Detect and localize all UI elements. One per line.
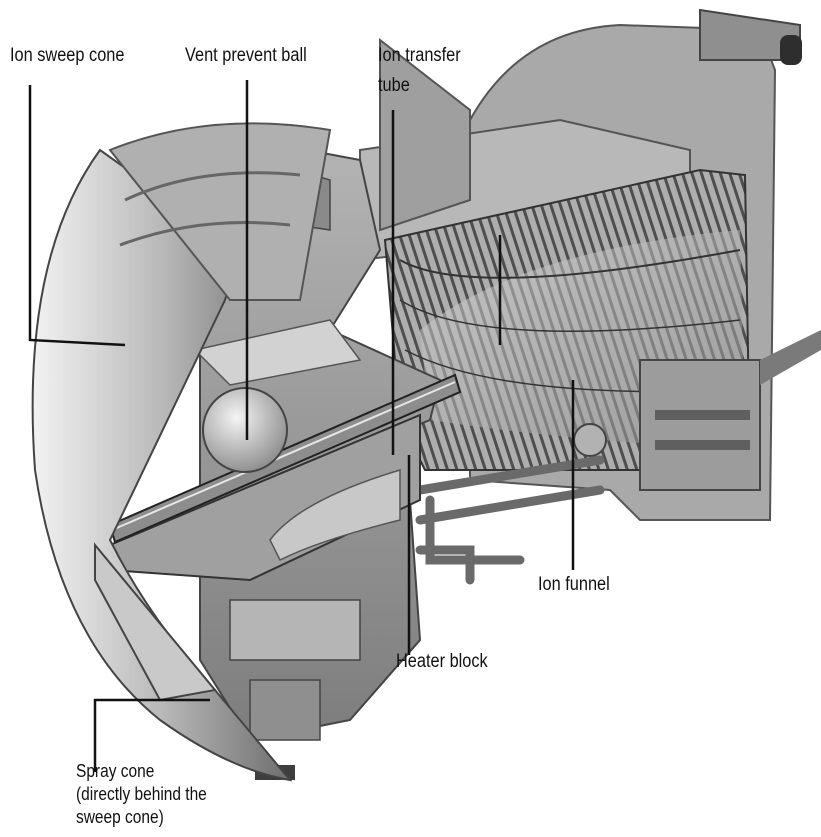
label-ion-transfer-tube-line2: tube — [378, 75, 410, 96]
label-spray-cone-line1: Spray cone — [76, 761, 155, 781]
gas-tubing — [415, 455, 605, 585]
right-fittings — [573, 330, 821, 491]
leader-spray-cone — [93, 698, 210, 772]
label-vent-prevent-ball: Vent prevent ball — [185, 45, 307, 66]
ball-housing — [193, 319, 362, 386]
label-ion-funnel: Ion funnel — [538, 574, 610, 595]
ion-sweep-cone-shape — [31, 122, 332, 782]
leader-lines — [28, 80, 575, 772]
label-ion-sweep-cone: Ion sweep cone — [10, 45, 125, 66]
label-spray-cone-line3: sweep cone) — [76, 807, 164, 827]
label-ion-transfer-tube-line1: Ion transfer — [378, 45, 461, 66]
label-spray-cone-line2: (directly behind the — [76, 784, 207, 804]
ion-transfer-tube-shape — [108, 373, 462, 544]
vent-prevent-ball-shape — [202, 387, 288, 473]
leader-ion-sweep-cone — [28, 85, 126, 347]
label-heater-block: Heater block — [396, 651, 488, 672]
